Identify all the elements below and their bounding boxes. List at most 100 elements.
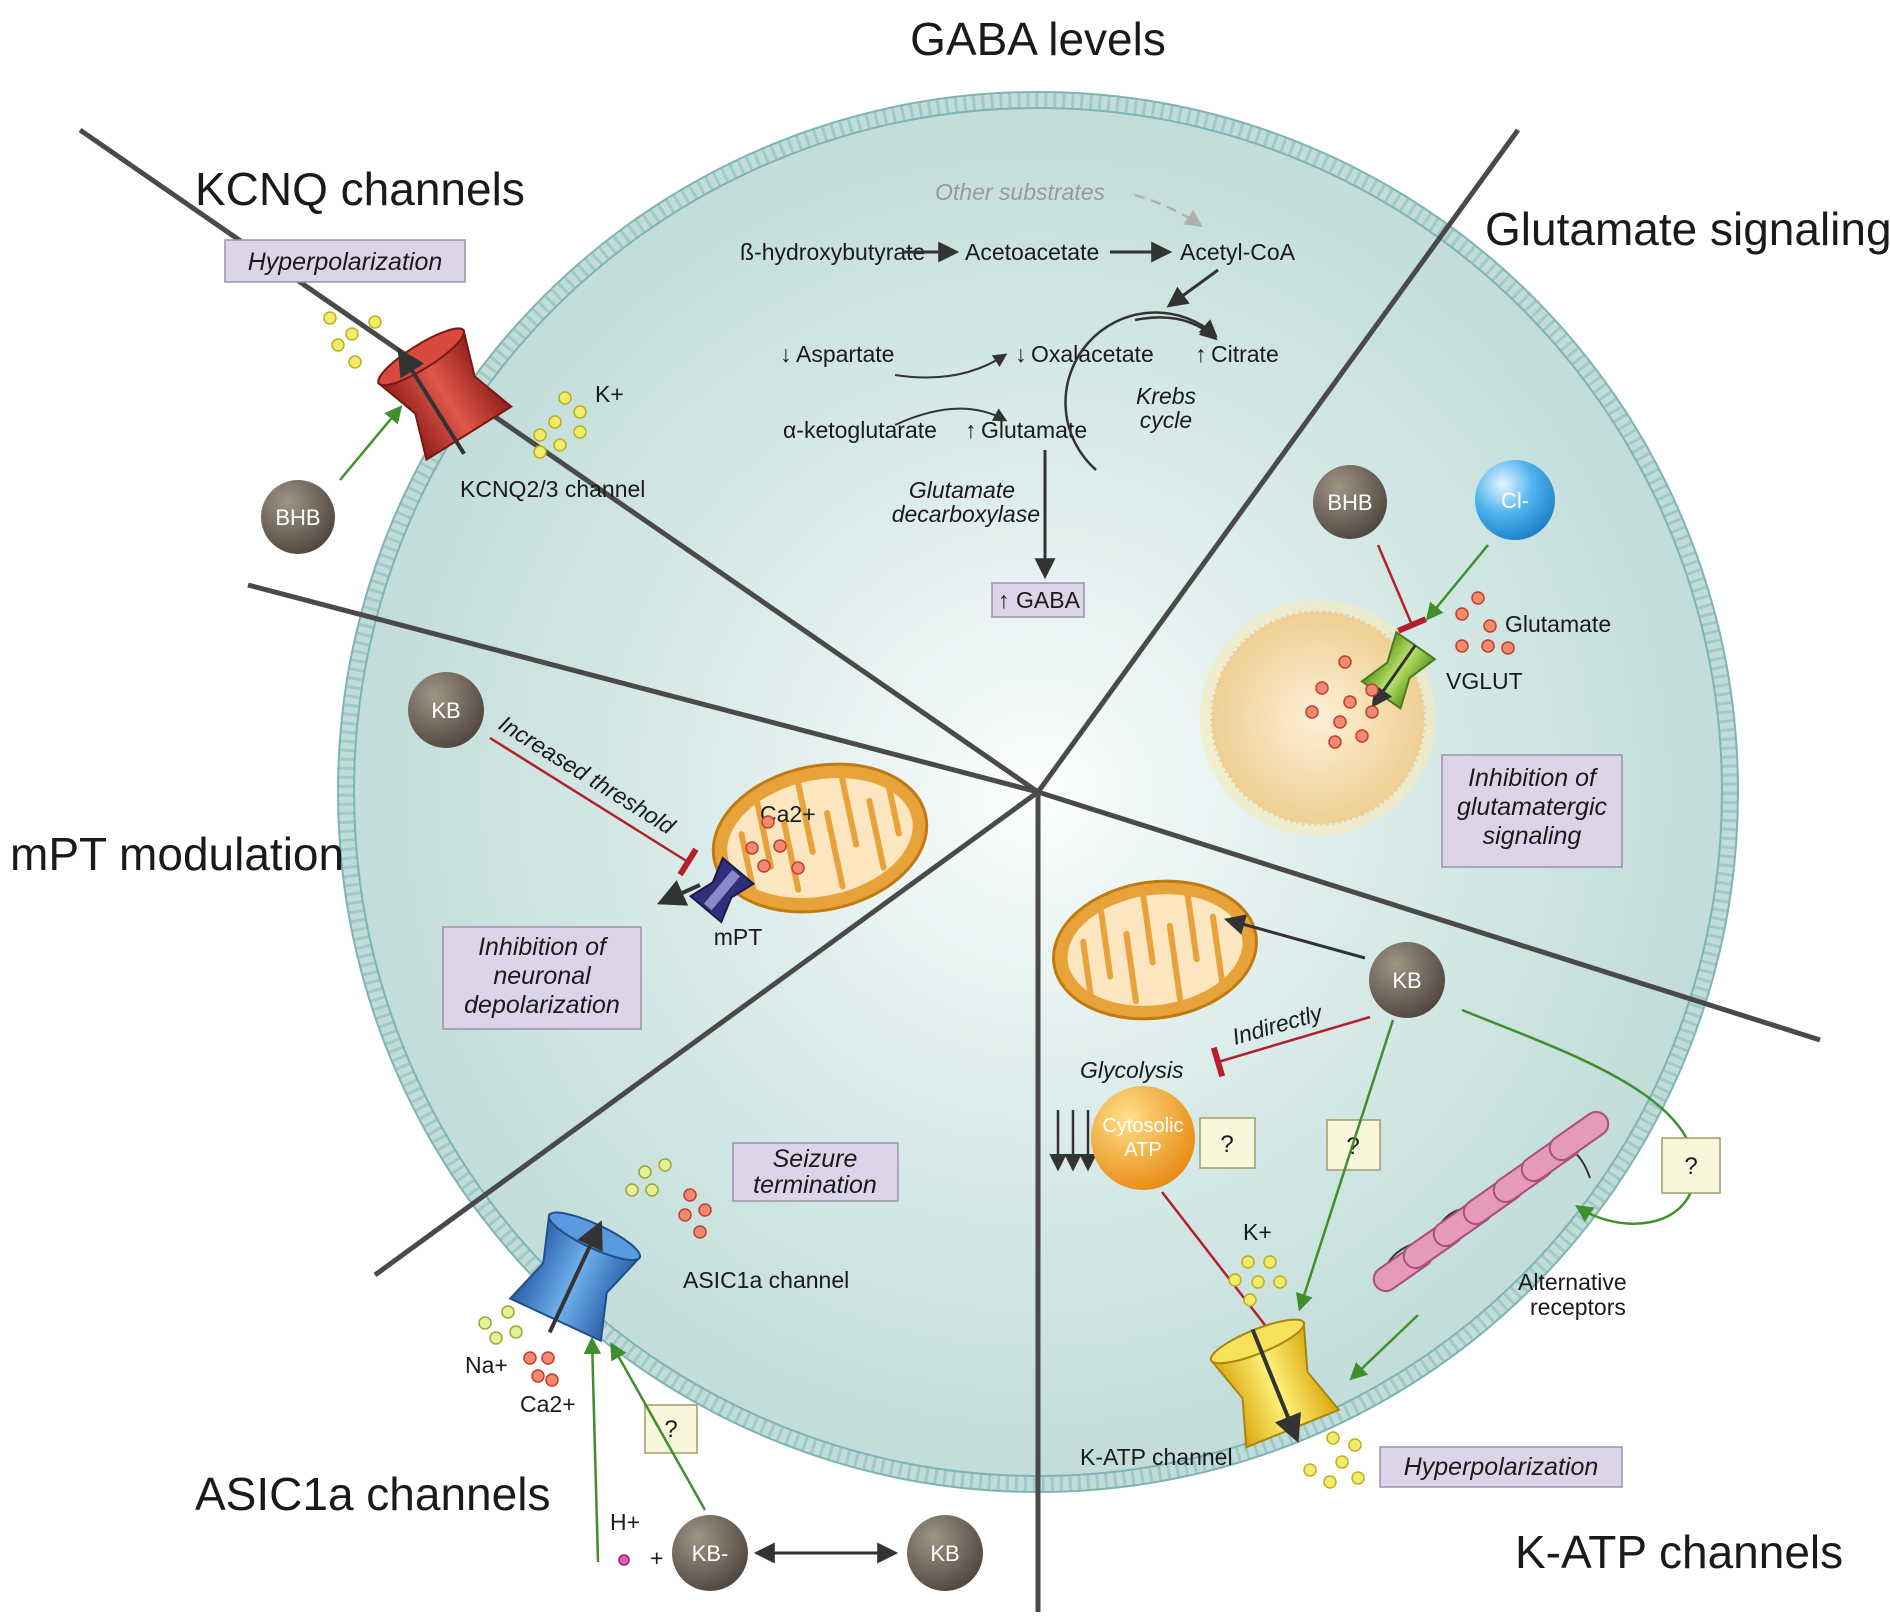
channel-label: KCNQ2/3 channel <box>460 476 645 502</box>
asic-channel <box>508 1211 642 1343</box>
unknown-label: ? <box>664 1416 677 1443</box>
inhibition-arrow <box>489 736 699 877</box>
aspartate-down-symbol: ↓ <box>780 341 792 367</box>
akg-label: α-ketoglutarate <box>783 417 937 443</box>
mitochondrion <box>711 762 929 914</box>
effect-label-1: Seizure <box>773 1145 858 1173</box>
oxalacetate-down-symbol: ↓ <box>1015 341 1027 367</box>
acetoacetate-label: Acetoacetate <box>965 239 1099 265</box>
potassium-label: K+ <box>1243 1219 1272 1245</box>
effect-box <box>442 926 642 1030</box>
section-title-mpt: mPT modulation <box>10 828 344 880</box>
effect-box <box>1441 754 1623 868</box>
effect-label-2: termination <box>753 1171 877 1199</box>
katp-channel <box>1209 1318 1341 1449</box>
calcium-label: Ca2+ <box>520 1391 576 1417</box>
transamination-arrow <box>894 407 1008 426</box>
receptor-label-2: receptors <box>1530 1294 1626 1320</box>
glutamate-panel: BHB Cl- Glutamate VGLUT Inhibition of gl… <box>1200 460 1623 868</box>
atp-label-2: ATP <box>1124 1139 1161 1161</box>
kb-label: KB <box>1392 968 1421 993</box>
citrate-up-symbol: ↑ <box>1195 341 1207 367</box>
decrease-arrows <box>1049 1110 1097 1172</box>
other-substrates-label: Other substrates <box>935 179 1106 205</box>
vglut-transporter <box>1360 630 1437 710</box>
efflux-arrow <box>656 880 701 906</box>
membrane-lipids <box>338 92 1738 1492</box>
krebs-cycle-arrow <box>1064 311 1218 471</box>
section-title-gaba: GABA levels <box>910 13 1166 65</box>
katp-panel: KB Indirectly Glycolysis Cytosolic ATP ?… <box>1049 879 1721 1489</box>
divider-line <box>373 789 1040 1278</box>
unknown-mechanism-box <box>1661 1137 1721 1194</box>
gaba-box <box>991 582 1085 618</box>
glutamate-up-symbol: ↑ <box>965 417 977 443</box>
effect-label-3: signaling <box>1483 822 1582 850</box>
effect-label-2: glutamatergic <box>1457 793 1608 821</box>
section-title-kcnq: KCNQ channels <box>195 163 525 215</box>
calcium-ions <box>745 815 805 875</box>
acetyl-coa-label: Acetyl-CoA <box>1180 239 1296 265</box>
effect-label: Hyperpolarization <box>248 248 443 276</box>
alternative-receptor <box>1372 1110 1610 1293</box>
effect-label-2: neuronal <box>493 962 592 990</box>
glycolysis-label: Glycolysis <box>1080 1057 1184 1083</box>
sodium-label: Na+ <box>465 1352 508 1378</box>
kb-label: KB <box>431 698 460 723</box>
asic-panel: Seizure termination ASIC1a channel Na+ C… <box>465 1142 983 1591</box>
kb-anion-label: KB- <box>692 1541 729 1566</box>
bhb-label: ß-hydroxybutyrate <box>740 239 925 265</box>
krebs-cycle-arrow <box>1134 316 1218 341</box>
section-title-katp: K-ATP channels <box>1515 1526 1843 1578</box>
dashed-arrow <box>1134 193 1203 227</box>
kcnq-channel <box>377 327 513 462</box>
gaba-up-symbol: ↑ <box>998 587 1010 613</box>
potassium-ions-inside <box>533 391 587 459</box>
effect-label-3: depolarization <box>464 991 620 1019</box>
kb-label: KB <box>930 1541 959 1566</box>
effect-box <box>732 1142 899 1202</box>
kb-molecule <box>907 1515 983 1591</box>
synaptic-vesicle <box>1210 610 1426 826</box>
effect-label-1: Inhibition of <box>1468 764 1599 792</box>
channel-label: K-ATP channel <box>1080 1444 1233 1470</box>
krebs-label-1: Krebs <box>1136 383 1197 409</box>
kcnq-panel: Hyperpolarization K+ BHB KCNQ2/3 channel <box>224 239 645 554</box>
activation-arrow <box>1349 1314 1419 1381</box>
chloride-label: Cl- <box>1501 488 1529 513</box>
bhb-label: BHB <box>1327 490 1372 515</box>
sodium-ions-outside <box>478 1305 523 1345</box>
glutamate-outside <box>1455 591 1515 655</box>
unknown-label: ? <box>1220 1131 1233 1158</box>
citrate-label: Citrate <box>1211 341 1279 367</box>
unknown-mechanism-box <box>644 1404 698 1454</box>
atp-label-1: Cytosolic <box>1102 1115 1183 1137</box>
effect-box <box>224 239 466 283</box>
inhibition-arrow <box>1210 1015 1371 1078</box>
transamination-arrow <box>894 353 1008 379</box>
calcium-ions-outside <box>523 1351 559 1387</box>
effect-box <box>1379 1446 1623 1488</box>
potassium-ions-inside <box>1228 1255 1287 1307</box>
potassium-label: K+ <box>595 381 624 407</box>
activation-arrow <box>1425 544 1489 621</box>
gaba-panel: Other substrates ß-hydroxybutyrate Aceto… <box>740 179 1296 618</box>
section-title-glutamate: Glutamate signaling <box>1485 203 1890 255</box>
channel-label: ASIC1a channel <box>683 1267 849 1293</box>
proton <box>618 1554 630 1566</box>
kb-anion-molecule <box>672 1515 748 1591</box>
vglut-label: VGLUT <box>1446 668 1523 694</box>
unknown-mechanism-box <box>1199 1117 1256 1169</box>
plus-sign: + <box>650 1545 663 1571</box>
inhibition-arrow <box>1161 1191 1289 1350</box>
potassium-ions-outside <box>1303 1431 1365 1489</box>
calcium-ions-inside <box>678 1188 712 1239</box>
sodium-ions-inside <box>625 1158 672 1197</box>
bhb-molecule <box>1313 465 1387 539</box>
mpt-label: mPT <box>714 924 763 950</box>
activation-arrow <box>610 1341 707 1511</box>
krebs-label-2: cycle <box>1140 407 1192 433</box>
mpt-pore <box>688 856 756 924</box>
bhb-molecule <box>261 480 335 554</box>
